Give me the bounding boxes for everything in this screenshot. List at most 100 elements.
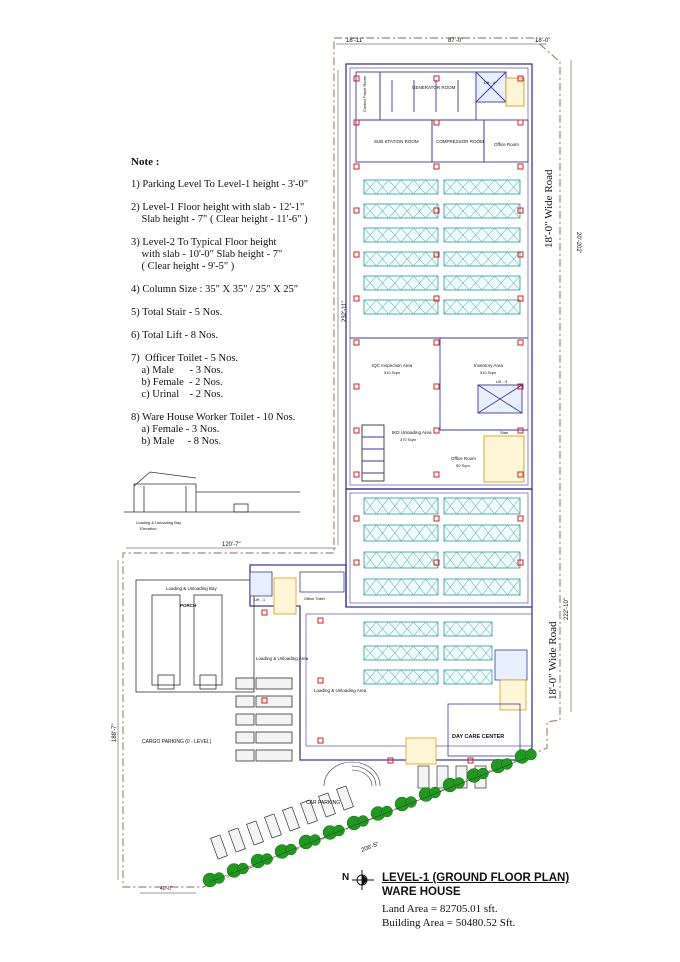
rack-brace [388,251,402,267]
rack-unit [443,251,521,267]
rack-brace [467,645,481,661]
landscape-trees [202,748,537,888]
rack-brace [456,251,470,267]
rack-outline [443,227,521,243]
notes-heading: Note : [131,156,160,168]
rack-brace [443,251,457,267]
rack-brace [443,551,457,569]
column-marker [433,427,440,434]
column-marker [517,295,524,302]
rack-brace [443,227,457,243]
middle-areas [350,337,528,483]
car-slot [318,792,336,818]
rack-outline [363,524,439,542]
dim-top-mid: 87'-0" [448,38,463,44]
label-day-care: DAY CARE CENTER [452,734,504,740]
rack-brace [376,524,389,542]
column-marker [517,119,524,126]
site-boundary [122,37,561,888]
label-lu-area-small: Loading & Unloading Area [256,656,309,661]
column-marker [517,471,524,478]
rack-group-north [363,179,521,315]
rack-brace [413,551,426,569]
rack-brace [425,275,439,291]
column-marker [353,251,360,258]
column-marker [517,163,524,170]
rack-brace [425,551,439,569]
rack-brace [469,578,483,596]
label-car-parking: CAR PARKING [306,800,340,806]
rack-unit [443,275,521,291]
truck-trailer [255,677,293,690]
rack-brace [456,275,470,291]
label-cargo-parking: CARGO PARKING (0 - LEVEL) [142,739,212,745]
car-slot [264,813,282,839]
rack-outline [363,179,439,195]
column-marker [353,163,360,170]
rack-brace [455,645,469,661]
tree-icon [213,872,225,884]
rack-brace [400,299,414,315]
room-control-panel: Control Panel Room [362,75,367,112]
rack-brace [413,299,426,315]
room-substation: SUB STATION ROOM [374,139,419,144]
rack-brace [413,179,426,195]
rack-brace [494,227,508,243]
rack-unit [363,645,439,661]
column-marker [353,207,360,214]
tree-icon [477,767,489,780]
rack-outline [363,551,439,569]
rack-brace [494,179,508,195]
column-marker [353,559,360,566]
rack-brace [456,299,470,315]
rack-unit [363,578,439,596]
rack-brace [443,645,457,661]
entrance-steps [323,761,381,787]
rack-brace [388,578,402,596]
rack-brace [363,551,377,569]
rack-brace [376,645,389,661]
room-lift-top: Lift - 4 [484,80,496,85]
tree-icon [357,815,369,827]
rack-unit [443,227,521,243]
rack-brace [479,621,493,637]
rack-unit [363,524,439,542]
rack-brace [469,551,483,569]
rack-brace [363,524,377,542]
rack-brace [494,203,508,219]
note-3-clear: ( Clear height - 9'-5" ) [131,261,235,272]
rack-brace [494,551,508,569]
rack-brace [469,251,483,267]
room-generator: GENERATOR ROOM [412,85,456,90]
building-area: Building Area = 50480.52 Sft. [382,917,516,929]
rack-brace [507,299,521,315]
rack-brace [469,275,483,291]
rack-brace [363,203,377,219]
rack-brace [400,621,414,637]
rack-brace [494,275,508,291]
rack-brace [455,669,469,685]
rack-unit [363,551,439,569]
rack-brace [507,551,521,569]
note-8: 8) Ware House Worker Toilet - 10 Nos. [131,412,296,423]
rack-brace [469,299,483,315]
rack-brace [413,251,426,267]
column-marker [387,757,394,764]
rack-outline [443,621,493,637]
column-marker [261,609,268,616]
lift-low: Lift - 1 [254,597,266,602]
section-sketch [124,471,300,513]
column-marker [353,339,360,346]
note-6: 6) Total Lift - 8 Nos. [131,330,219,341]
rack-brace [494,578,508,596]
rack-brace [481,497,495,515]
rack-brace [479,669,493,685]
column-marker [433,383,440,390]
rack-brace [456,497,470,515]
note-2-detail: Slab height - 7" ( Clear height - 11'-6"… [131,214,308,225]
column-marker [433,339,440,346]
rack-brace [425,645,439,661]
road-label-lower: 18'-0" Wide Road [547,621,559,700]
area-iqc: IQC Inspection Area [372,363,413,368]
truck-trailer [255,713,293,726]
